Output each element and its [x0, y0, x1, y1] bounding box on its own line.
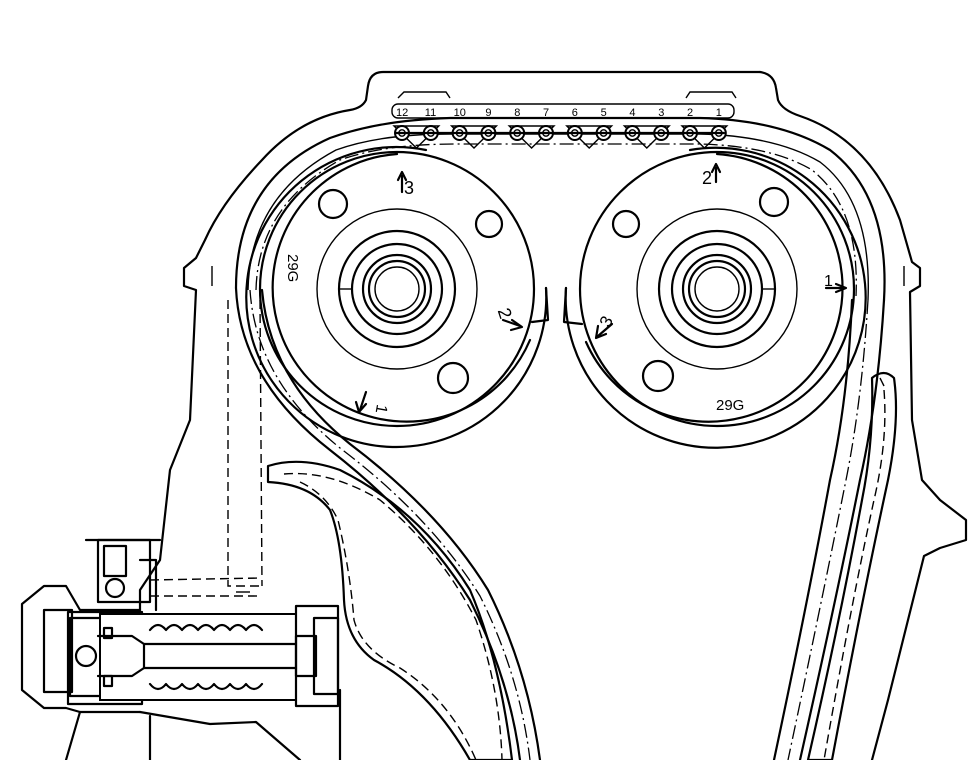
sprocket-bolt-hole [641, 359, 675, 393]
left-sprocket-code: 29G [284, 254, 301, 282]
oil-passage [149, 299, 263, 597]
link-number-band [391, 103, 735, 119]
left-mark-3: 3 [404, 178, 414, 198]
left-camshaft-sprocket: 3 2 1 29G [245, 145, 550, 449]
chain-link-number: 11 [425, 107, 436, 119]
chain-link-number: 4 [629, 107, 635, 119]
chain-link-number: 8 [514, 107, 520, 119]
chain-link-number: 2 [687, 107, 693, 119]
chain-link-number: 3 [658, 107, 664, 119]
sprocket-bolt-hole [758, 186, 790, 218]
right-mark-1: 1 [824, 273, 833, 290]
timing-chain-runs [234, 286, 886, 760]
right-mark-2: 2 [702, 168, 712, 188]
tensioner-spring-top [148, 623, 264, 632]
chain-link-number: 7 [543, 107, 549, 119]
sprocket-bolt-hole [317, 188, 349, 220]
chain-link-number: 5 [601, 107, 607, 119]
chain-link-number: 6 [572, 107, 578, 119]
sprocket-bolt-hole [474, 209, 504, 239]
chain-link-number: 12 [396, 107, 408, 119]
left-mark-2: 2 [494, 305, 516, 321]
right-chain-guide [806, 371, 898, 760]
left-mark-1: 1 [372, 403, 390, 415]
chain-link-number: 10 [454, 107, 466, 119]
chain-tensioner [20, 538, 342, 760]
tensioner-plug [96, 538, 152, 604]
sprocket-bolt-hole [436, 361, 470, 395]
chain-link-number: 9 [485, 107, 491, 119]
right-camshaft-sprocket: 2 3 1 29G [562, 146, 867, 449]
right-mark-3: 3 [596, 313, 617, 330]
check-valve-ball [74, 644, 98, 668]
chain-link-number: 1 [716, 107, 722, 119]
tensioner-spring-bottom [148, 682, 264, 691]
timing-cover-outline [138, 70, 968, 760]
chain-link-strip: 12 11 10 9 8 7 6 5 4 3 2 1 [391, 103, 735, 149]
link-numbers: 12 11 10 9 8 7 6 5 4 3 2 1 [396, 107, 722, 119]
tensioner-housing [99, 613, 297, 701]
sprocket-bolt-hole [611, 209, 641, 239]
right-sprocket-code: 29G [716, 397, 744, 414]
left-chain-guide [266, 460, 514, 760]
